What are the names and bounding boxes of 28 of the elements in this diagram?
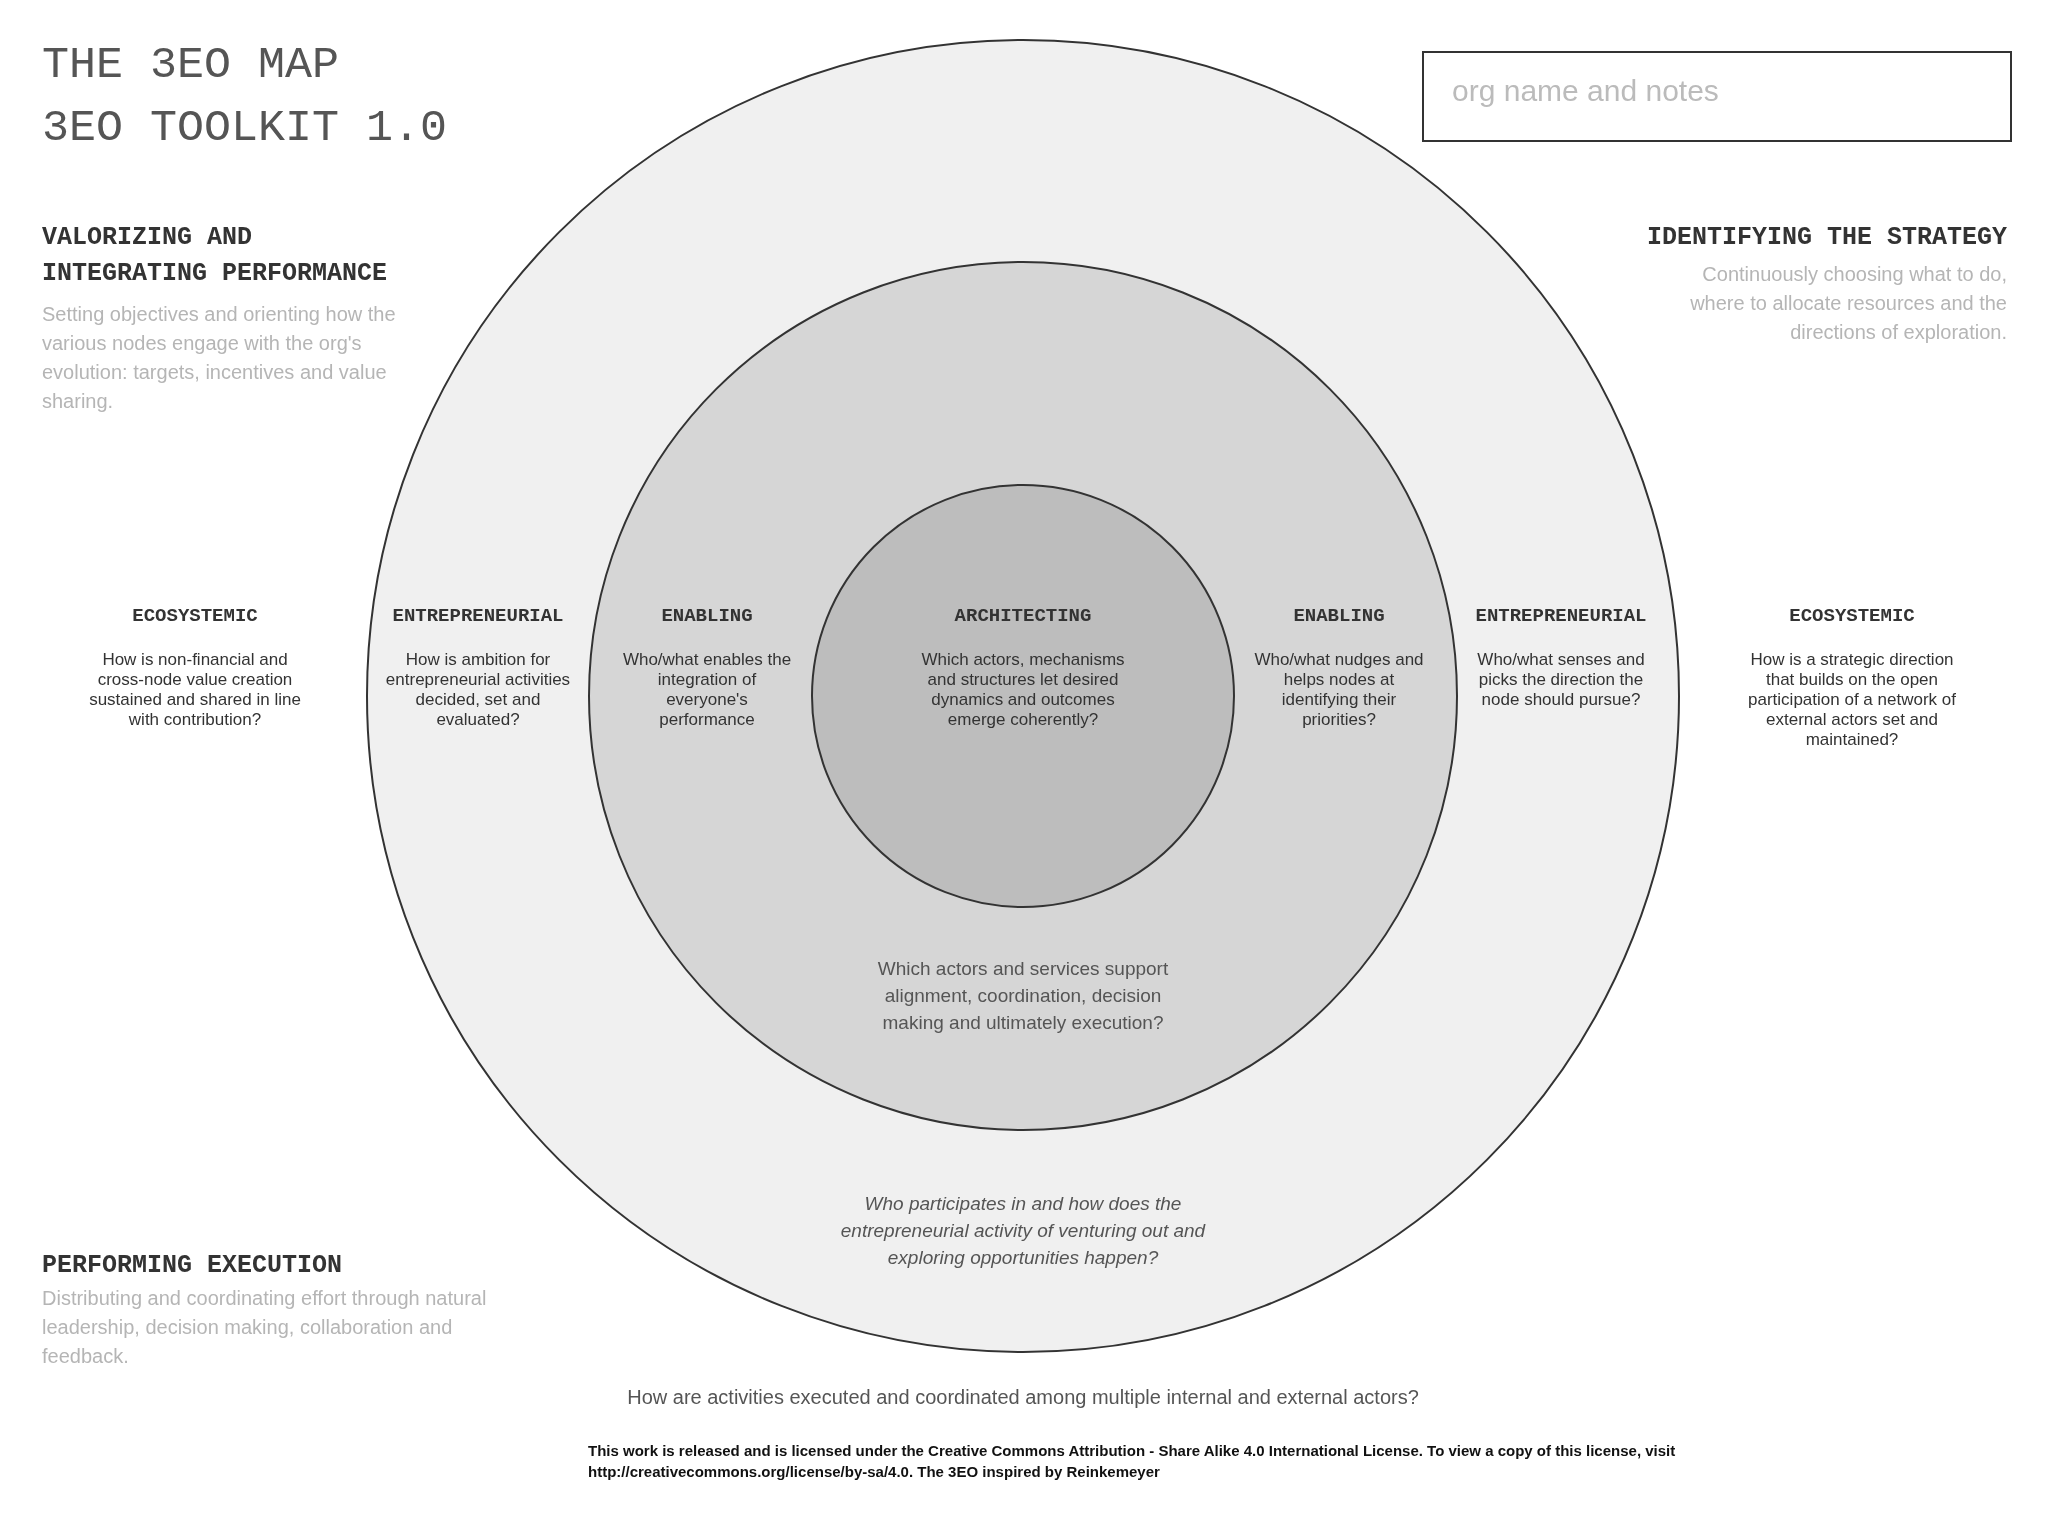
license-text: This work is released and is licensed under the Creative Commons Attribution - Share Alike 4.0 International License. To view a copy of this license, visit http://creativecommons.org/license/by-sa/4.0. The 3EO inspired by Reinkemeyer (588, 1441, 1677, 1482)
ring-heading: ENABLING (660, 605, 754, 627)
ring-heading: ARCHITECTING (953, 605, 1093, 627)
ring-heading: ENTREPRENEURIAL (391, 605, 565, 627)
question-text: Who/what senses and picks the direction the node should pursue? (1476, 650, 1646, 710)
section-description: Continuously choosing what to do, where to allocate resources and the directions of exploration. (1689, 262, 2007, 345)
section-heading: IDENTIFYING THE STRATEGY (1645, 222, 2007, 254)
question-text: Which actors, mechanisms and structures let desired dynamics and outcomes emerge coherently? (920, 650, 1126, 730)
title: THE 3EO MAP (42, 40, 340, 91)
ring-heading: ENABLING (1292, 605, 1386, 627)
ring-heading: ECOSYSTEMIC (1788, 605, 1916, 627)
question-text: How is non-financial and cross-node value creation sustained and shared in line with contribution? (88, 650, 302, 730)
question-text: Who/what enables the integration of everyone's performance (622, 650, 792, 730)
section-heading: PERFORMING EXECUTION (42, 1250, 344, 1282)
notes-field (1422, 51, 2012, 142)
subtitle: 3EO TOOLKIT 1.0 (42, 103, 449, 154)
placeholder-text: org name and notes (1452, 74, 1720, 108)
question-text: Which actors and services support alignment, coordination, decision making and ultimately execution? (876, 957, 1170, 1035)
ring-heading: ENTREPRENEURIAL (1474, 605, 1648, 627)
question-text: Who/what nudges and helps nodes at identifying their priorities? (1254, 650, 1424, 730)
question-text: Who participates in and how does the entrepreneurial activity of venturing out and exploring opportunities happen? (839, 1192, 1207, 1270)
question-text: How are activities executed and coordinated among multiple internal and external actors? (626, 1386, 1420, 1409)
section-description: Distributing and coordinating effort through natural leadership, decision making, collaboration and feedback. (42, 1286, 488, 1369)
section-heading: VALORIZING AND INTEGRATING PERFORMANCE (42, 222, 389, 290)
ring-heading: ECOSYSTEMIC (131, 605, 259, 627)
question-text: How is a strategic direction that builds on the open participation of a network of external actors set and maintained? (1747, 650, 1957, 750)
section-description: Setting objectives and orienting how the various nodes engage with the org's evolution: targets, incentives and value sharing. (42, 302, 397, 414)
question-text: How is ambition for entrepreneurial activities decided, set and evaluated? (384, 650, 572, 730)
